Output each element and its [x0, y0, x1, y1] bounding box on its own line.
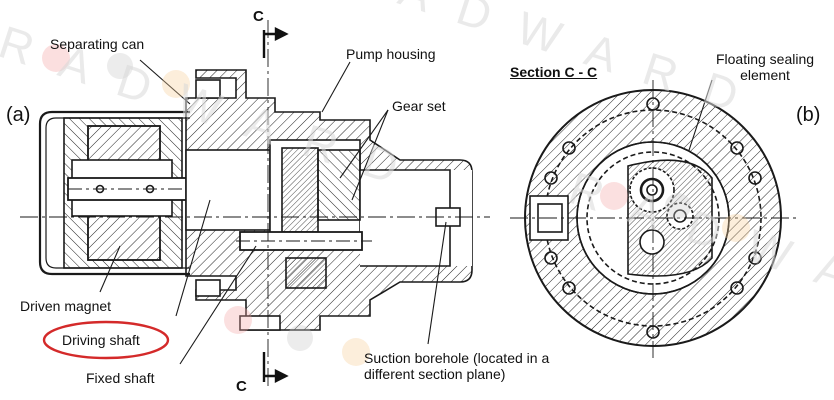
label-suction-borehole: Suction borehole (located in a different… [364, 350, 549, 382]
cross-section [510, 80, 800, 358]
section-cut-markers [262, 27, 289, 383]
label-driven-magnet: Driven magnet [20, 298, 112, 314]
label-pump-housing: Pump housing [346, 46, 436, 62]
cut-marker-top: C [253, 8, 264, 25]
watermark-dots [42, 44, 750, 366]
panel-label-a: (a) [6, 104, 31, 126]
longitudinal-section [20, 20, 490, 390]
panel-label-b: (b) [796, 104, 821, 126]
gear-large [629, 167, 675, 213]
suction-line2: different section plane) [364, 366, 506, 382]
section-title: Section C - C [510, 64, 598, 80]
label-gear-set: Gear set [392, 98, 446, 114]
gear-small [666, 202, 694, 230]
separating-can-shape [38, 110, 190, 276]
suction-line1: Suction borehole (located in a [364, 350, 550, 366]
cut-marker-bottom: C [236, 378, 247, 395]
floating-sealing-line1: Floating sealing [715, 51, 815, 67]
label-driving-shaft: Driving shaft [62, 332, 140, 348]
label-fixed-shaft: Fixed shaft [86, 370, 155, 386]
floating-sealing-line2: element [740, 67, 790, 83]
label-floating-sealing: Floating sealing element [700, 51, 830, 83]
driving-shaft-highlight [42, 320, 170, 360]
label-separating-can: Separating can [50, 36, 145, 52]
leader-lines [99, 59, 713, 365]
